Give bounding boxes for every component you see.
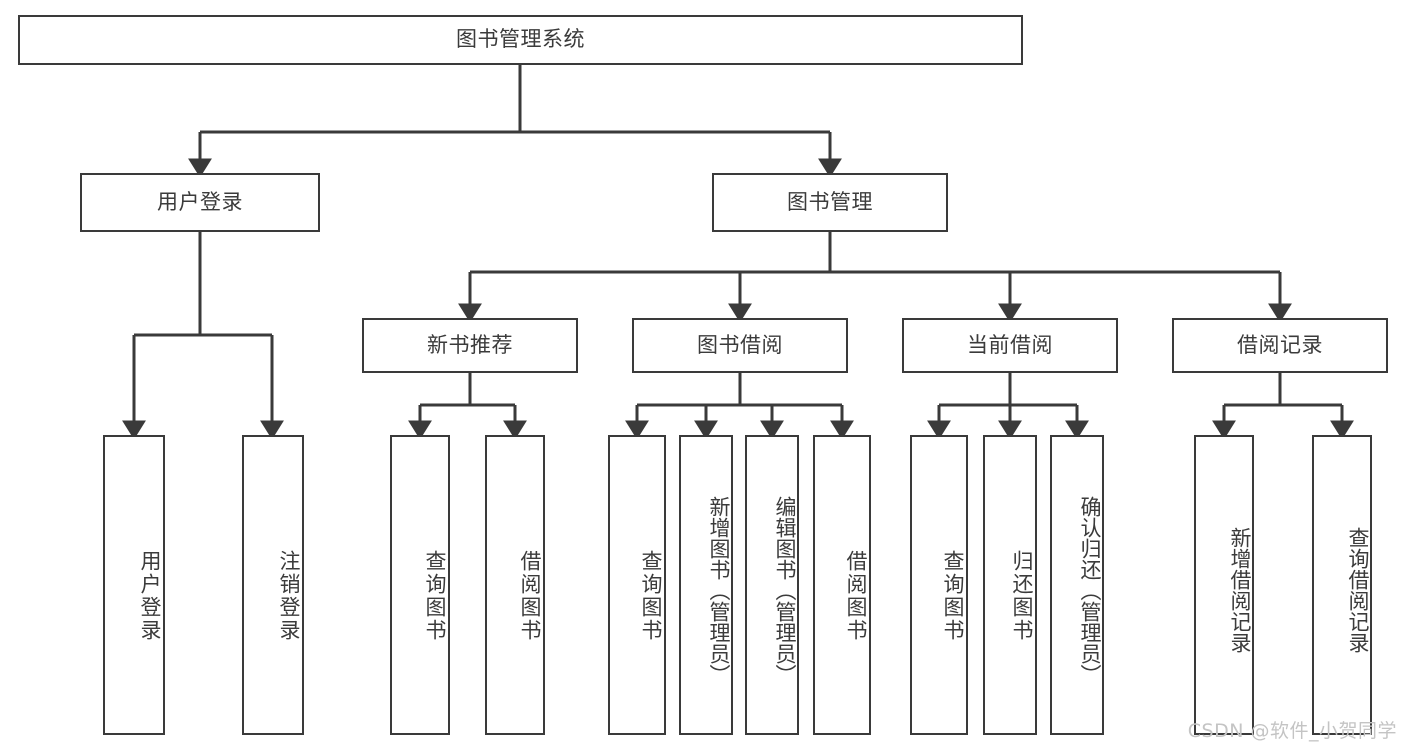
node-root-label: 图书管理系统 <box>456 27 585 52</box>
leaf-add-borrow-record-label: 新增借阅记录 <box>1228 527 1252 653</box>
leaf-query-book-recommend[interactable]: 查询图书 <box>390 435 450 735</box>
leaf-add-book-admin-label: 新增图书（管理员） <box>707 495 731 685</box>
node-new-book-recommend[interactable]: 新书推荐 <box>362 318 578 373</box>
node-book-borrow[interactable]: 图书借阅 <box>632 318 848 373</box>
node-root[interactable]: 图书管理系统 <box>18 15 1023 65</box>
leaf-edit-book-admin[interactable]: 编辑图书（管理员） <box>745 435 799 735</box>
leaf-query-book-borrow-label: 查询图书 <box>639 550 663 642</box>
leaf-borrow-book[interactable]: 借阅图书 <box>813 435 871 735</box>
leaf-borrow-book-recommend-label: 借阅图书 <box>518 550 542 642</box>
leaf-borrow-book-recommend[interactable]: 借阅图书 <box>485 435 545 735</box>
leaf-query-borrow-record-label: 查询借阅记录 <box>1346 527 1370 653</box>
leaf-add-book-admin[interactable]: 新增图书（管理员） <box>679 435 733 735</box>
leaf-return-book-label: 归还图书 <box>1010 550 1034 642</box>
node-borrow-record[interactable]: 借阅记录 <box>1172 318 1388 373</box>
leaf-query-book-current-label: 查询图书 <box>941 550 965 642</box>
node-new-book-recommend-label: 新书推荐 <box>427 332 513 357</box>
leaf-query-book-borrow[interactable]: 查询图书 <box>608 435 666 735</box>
node-user-login[interactable]: 用户登录 <box>80 173 320 232</box>
node-user-login-label: 用户登录 <box>157 189 243 214</box>
watermark-text: CSDN @软件_小贺同学 <box>1187 720 1397 742</box>
leaf-query-book-recommend-label: 查询图书 <box>423 550 447 642</box>
node-book-management[interactable]: 图书管理 <box>712 173 948 232</box>
leaf-edit-book-admin-label: 编辑图书（管理员） <box>773 495 797 685</box>
leaf-logout-login-label: 注销登录 <box>277 550 301 642</box>
leaf-confirm-return-admin-label: 确认归还（管理员） <box>1078 495 1102 685</box>
leaf-user-login[interactable]: 用户登录 <box>103 435 165 735</box>
node-current-borrow[interactable]: 当前借阅 <box>902 318 1118 373</box>
node-book-management-label: 图书管理 <box>787 189 873 214</box>
leaf-return-book[interactable]: 归还图书 <box>983 435 1037 735</box>
leaf-logout-login[interactable]: 注销登录 <box>242 435 304 735</box>
leaf-query-book-current[interactable]: 查询图书 <box>910 435 968 735</box>
node-borrow-record-label: 借阅记录 <box>1237 332 1323 357</box>
leaf-query-borrow-record[interactable]: 查询借阅记录 <box>1312 435 1372 735</box>
leaf-borrow-book-label: 借阅图书 <box>844 550 868 642</box>
node-current-borrow-label: 当前借阅 <box>967 332 1053 357</box>
leaf-user-login-label: 用户登录 <box>138 550 162 642</box>
node-book-borrow-label: 图书借阅 <box>697 332 783 357</box>
leaf-confirm-return-admin[interactable]: 确认归还（管理员） <box>1050 435 1104 735</box>
leaf-add-borrow-record[interactable]: 新增借阅记录 <box>1194 435 1254 735</box>
